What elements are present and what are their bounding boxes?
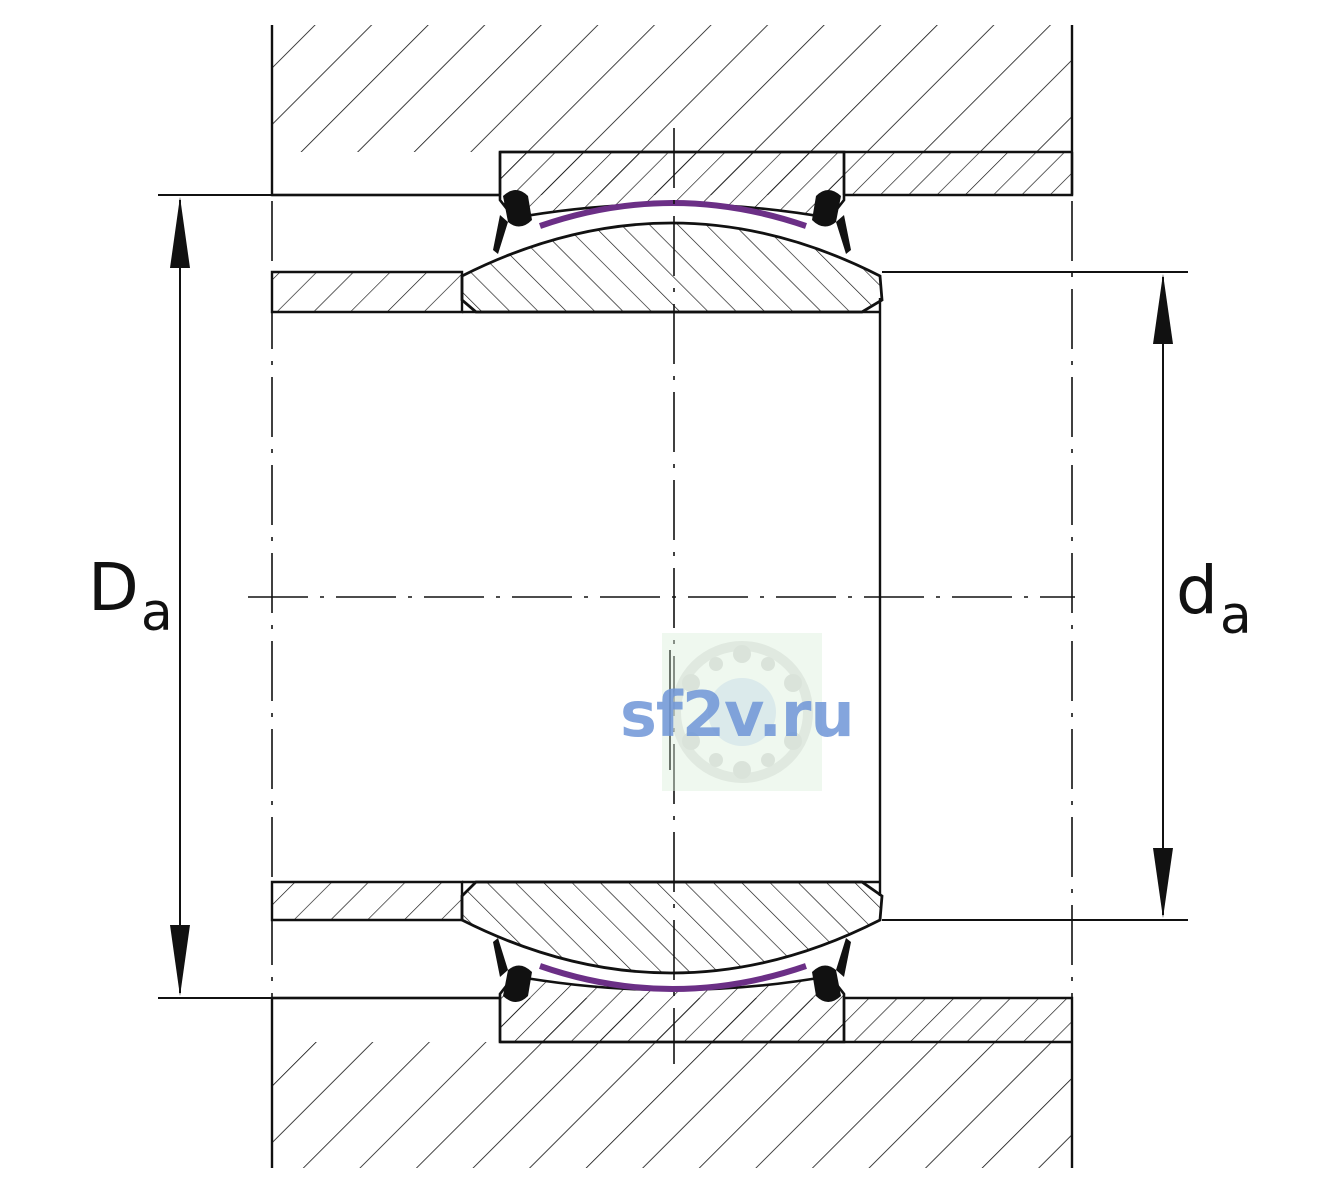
seal-top-right (812, 190, 851, 254)
dimension-Da (158, 194, 272, 999)
seal-bottom-left (493, 938, 532, 1002)
outer-ring-bottom (498, 974, 846, 1044)
watermark-text: sf2v.ru (620, 678, 855, 751)
sliding-layer-top (539, 200, 807, 229)
inner-diameter-label: da (1176, 558, 1252, 643)
shaft-spacer-top (270, 270, 464, 314)
inner-ring-top (460, 221, 884, 314)
inner-diameter-subscript: a (1219, 586, 1252, 646)
center-lines (248, 25, 1075, 1168)
inner-diameter-symbol: d (1176, 552, 1218, 629)
outer-diameter-label: Da (88, 555, 173, 640)
dimension-da (882, 271, 1188, 921)
inner-ring-bottom (460, 880, 884, 975)
sliding-layer-bottom (539, 963, 807, 992)
outer-diameter-symbol: D (88, 549, 139, 626)
shaft-spacer-bottom (270, 880, 464, 922)
seal-top-left (493, 190, 532, 254)
watermark-background (662, 633, 822, 791)
seal-bottom-right (812, 938, 851, 1002)
outer-diameter-subscript: a (140, 583, 173, 643)
bearing-logo-icon (671, 641, 813, 783)
outer-ring-top (498, 150, 846, 220)
